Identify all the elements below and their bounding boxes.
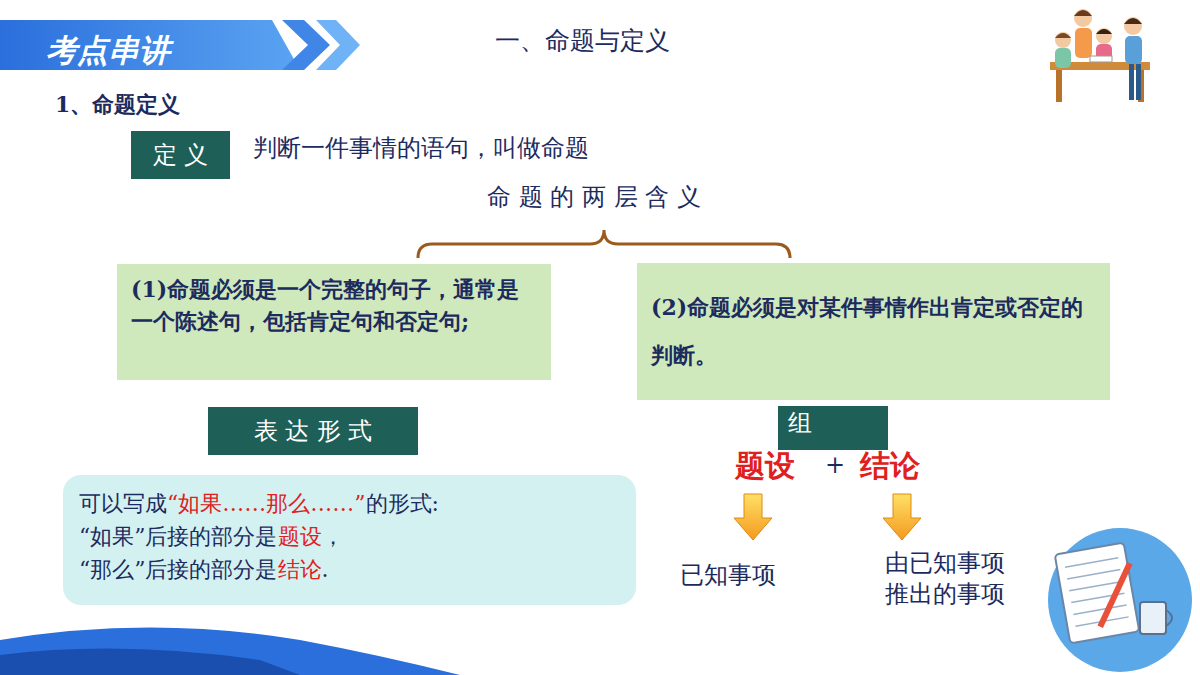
keyword: 结论	[278, 557, 322, 582]
plus-sign: +	[825, 450, 845, 481]
text-line: “如果”后接的部分是题设，	[79, 520, 620, 553]
keyword: 题设	[735, 446, 795, 485]
body-text: “那么”后接的部分是	[79, 557, 278, 582]
keyword: 题设	[278, 524, 322, 549]
box-text: 定 义	[153, 138, 209, 173]
down-arrow	[734, 494, 772, 540]
body-text: .	[322, 557, 329, 582]
label-box: 定 义	[131, 131, 230, 179]
label-box: 表 达 形 式	[208, 407, 418, 455]
keyword: “如果……那么……”	[167, 491, 366, 516]
note-text: 由已知事项 推出的事项	[885, 548, 1035, 610]
text-line: “那么”后接的部分是结论.	[79, 553, 620, 586]
body-text: “如果”后接的部分是	[79, 524, 278, 549]
study-illustration	[1048, 528, 1192, 672]
brace	[418, 230, 790, 258]
banner-band: 考点串讲	[40, 24, 270, 77]
section-heading: 1、命题定义	[55, 90, 180, 119]
box-text: 组	[788, 406, 878, 441]
banner-text: 考点串讲	[46, 28, 170, 73]
corner-wave	[0, 649, 300, 675]
keyword: 结论	[860, 446, 920, 485]
people-illustration	[1050, 9, 1150, 102]
text-box: 可以写成“如果……那么……”的形式:“如果”后接的部分是题设，“那么”后接的部分…	[63, 475, 636, 605]
body-text: 可以写成	[79, 491, 167, 516]
body-text: 的形式:	[366, 491, 439, 516]
note-text: 已知事项	[680, 560, 776, 591]
body-text: ，	[322, 524, 344, 549]
label-box: 组	[778, 406, 888, 450]
text-box: (2)命题必须是对某件事情作出肯定或否定的判断。	[637, 263, 1110, 400]
brace-heading: 命 题 的 两 层 含 义	[487, 182, 749, 213]
definition-text: 判断一件事情的语句，叫做命题	[253, 133, 589, 164]
box-text: (1)命题必须是一个完整的句子，通常是一个陈述句，包括肯定句和否定句;	[131, 274, 537, 338]
box-text: (2)命题必须是对某件事情作出肯定或否定的判断。	[651, 283, 1096, 380]
text-line: 可以写成“如果……那么……”的形式:	[79, 487, 620, 520]
text-box: (1)命题必须是一个完整的句子，通常是一个陈述句，包括肯定句和否定句;	[117, 264, 551, 380]
down-arrow	[883, 494, 921, 540]
box-text: 表 达 形 式	[254, 414, 373, 449]
page-title: 一、命题与定义	[495, 24, 670, 57]
corner-wave	[0, 628, 460, 675]
